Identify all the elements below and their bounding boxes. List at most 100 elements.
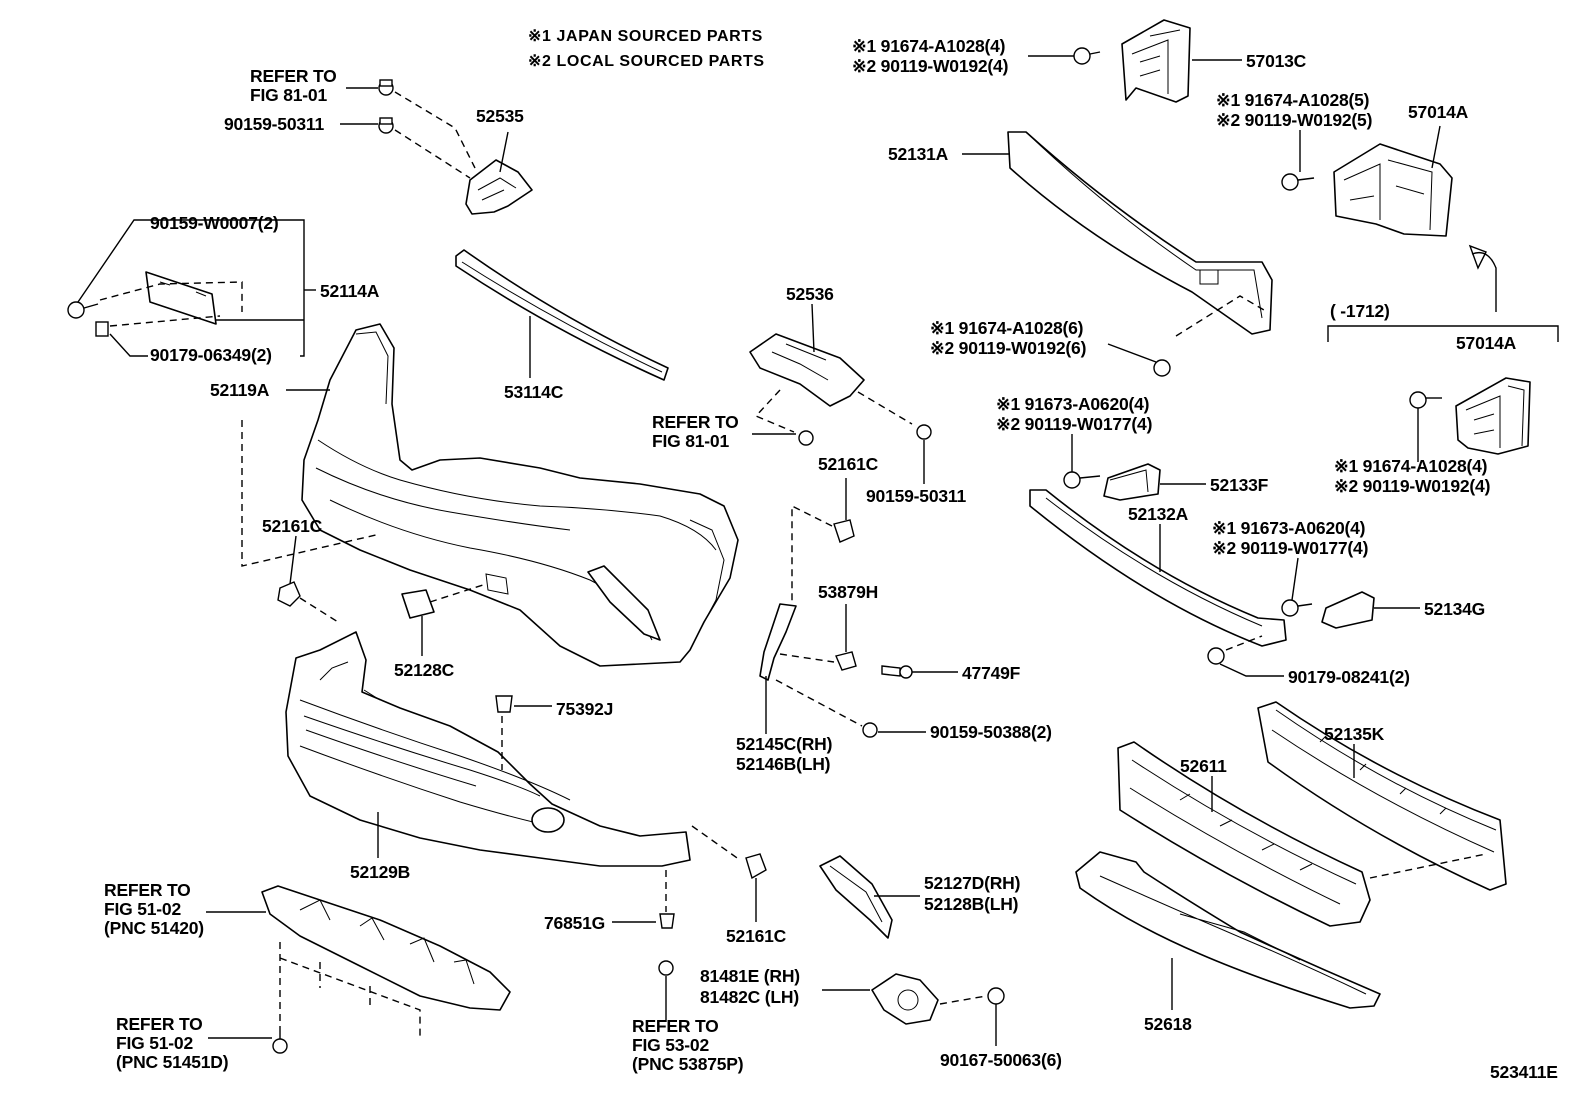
- label-52131A: 52131A: [888, 144, 949, 164]
- part-52535-bracket[interactable]: [465, 159, 533, 215]
- clip-76851G: [659, 913, 675, 929]
- note-japan-sourced: ※1 JAPAN SOURCED PARTS: [528, 28, 763, 45]
- clip-53879H: [835, 651, 857, 671]
- part-52128C-cap[interactable]: [401, 589, 435, 619]
- label-53879H: 53879H: [818, 582, 878, 602]
- label-90159-50311: 90159-50311: [866, 486, 966, 506]
- part-52611-energy-absorber[interactable]: [1117, 741, 1371, 927]
- label-52133F: 52133F: [1210, 475, 1269, 495]
- part-52135K-absorber[interactable]: [1257, 701, 1507, 891]
- part-52145C-side-bracket[interactable]: [759, 603, 797, 681]
- nut-90159-50388: [862, 722, 878, 738]
- part-57013C-bracket[interactable]: [1121, 19, 1191, 103]
- label-90159-50388: 90159-50388(2): [930, 722, 1052, 742]
- screw-47749F: [881, 665, 913, 679]
- label-52611: 52611: [1180, 756, 1227, 776]
- label-90119-W0177-b: ※2 90119-W0177(4): [1212, 538, 1368, 558]
- label-fig-53-02: FIG 53-02: [632, 1035, 709, 1055]
- part-52119A-bumper-cover[interactable]: [301, 323, 739, 667]
- bolt-91674-57014A-b: [1409, 391, 1442, 409]
- part-52134G-absorber[interactable]: [1321, 591, 1375, 629]
- part-52127D-garnish[interactable]: [819, 855, 893, 939]
- label-52618: 52618: [1144, 1014, 1192, 1034]
- label-90119-W0177-a: ※2 90119-W0177(4): [996, 414, 1152, 434]
- label-fig-81-01: FIG 81-01: [652, 431, 729, 451]
- leader-dash: [691, 825, 741, 861]
- label-pnc-51420: (PNC 51420): [104, 918, 204, 938]
- label-81481E: 81481E (RH): [700, 966, 800, 986]
- part-undercover-51420[interactable]: [261, 885, 511, 1011]
- label-52146B: 52146B(LH): [736, 754, 830, 774]
- leader-dash: [754, 389, 795, 433]
- label-57014A: 57014A: [1408, 102, 1469, 122]
- leader-dash: [241, 420, 381, 567]
- label-52145C: 52145C(RH): [736, 734, 832, 754]
- label-52161C-center: 52161C: [818, 454, 879, 474]
- leader-dash: [109, 315, 221, 327]
- part-52536-bracket[interactable]: [749, 333, 865, 407]
- part-57014A-bracket-a[interactable]: [1333, 143, 1453, 237]
- part-52618-lower-absorber[interactable]: [1075, 851, 1381, 1009]
- part-52132A-lower-reinforcement[interactable]: [1029, 489, 1287, 647]
- label-52129B: 52129B: [350, 862, 410, 882]
- part-57014A-bracket-b[interactable]: [1455, 377, 1531, 455]
- leader-dash: [939, 995, 987, 1005]
- part-52133F-absorber[interactable]: [1103, 463, 1161, 501]
- leader-dash: [394, 91, 476, 169]
- nut-90167-50063: [987, 987, 1005, 1005]
- label-91674-A1028-5: ※1 91674-A1028(5): [1216, 90, 1369, 110]
- label-90119-W0192-5: ※2 90119-W0192(5): [1216, 110, 1372, 130]
- leader-dash: [857, 391, 913, 425]
- leader-dash: [1369, 853, 1487, 879]
- bolt-91673-52133F: [1063, 471, 1101, 489]
- label-91674-A1028-4: ※1 91674-A1028(4): [852, 36, 1005, 56]
- leader-dash: [779, 653, 835, 663]
- clip-52161C-lower: [745, 853, 767, 880]
- label-52134G: 52134G: [1424, 599, 1485, 619]
- label-75392J: 75392J: [556, 699, 613, 719]
- label-52128C: 52128C: [394, 660, 455, 680]
- bolt-91674-52131A: [1153, 359, 1171, 377]
- leader-dash: [791, 504, 833, 604]
- label-52128B: 52128B(LH): [924, 894, 1018, 914]
- label-refer-to: REFER TO: [104, 880, 191, 900]
- label-57014A-b: 57014A: [1456, 333, 1517, 353]
- bolt-91674-57014A-a: [1281, 173, 1315, 191]
- label-52114A: 52114A: [320, 281, 380, 301]
- label-91674-A1028-4b: ※1 91674-A1028(4): [1334, 456, 1487, 476]
- label-90159-50311: 90159-50311: [224, 114, 324, 134]
- part-53114C-retainer-strip[interactable]: [455, 249, 669, 381]
- part-52129B-lower-bumper[interactable]: [285, 631, 691, 867]
- label-refer-to: REFER TO: [116, 1014, 203, 1034]
- leader-dash: [429, 583, 487, 603]
- leader-dash: [394, 129, 471, 179]
- label-52135K: 52135K: [1324, 724, 1385, 744]
- label-91673-A0620-a: ※1 91673-A0620(4): [996, 394, 1149, 414]
- label-47749F: 47749F: [962, 663, 1021, 683]
- bolt-91673-52134G: [1281, 599, 1313, 617]
- clip-upper-refer: [378, 79, 394, 96]
- part-52131A-reinforcement[interactable]: [1007, 131, 1273, 335]
- clip-52161C-left: [277, 581, 301, 607]
- bolt-51451D: [272, 1026, 288, 1054]
- clip-75392J: [495, 695, 513, 713]
- label-52161C-lower: 52161C: [726, 926, 787, 946]
- clip-refer-81-01-b: [798, 430, 814, 446]
- leader-dash: [279, 942, 421, 1036]
- label-52127D: 52127D(RH): [924, 873, 1020, 893]
- part-81481E-fog-lamp-bracket[interactable]: [871, 973, 939, 1025]
- label-refer-to: REFER TO: [652, 412, 739, 432]
- label-91673-A0620-b: ※1 91673-A0620(4): [1212, 518, 1365, 538]
- clip-52161C-center: [833, 519, 855, 543]
- nut-90159-50311-b: [916, 424, 932, 440]
- label-pnc-53875P: (PNC 53875P): [632, 1054, 743, 1074]
- part-52114A-plate-bracket[interactable]: [145, 271, 217, 325]
- bolt-91674-57013C: [1073, 47, 1101, 65]
- bolt-90159-W0007: [67, 301, 99, 319]
- nut-90159-50311-a: [378, 117, 394, 134]
- label-refer-to: REFER TO: [632, 1016, 719, 1036]
- label-52535: 52535: [476, 106, 524, 126]
- label-fig-51-02: FIG 51-02: [104, 899, 181, 919]
